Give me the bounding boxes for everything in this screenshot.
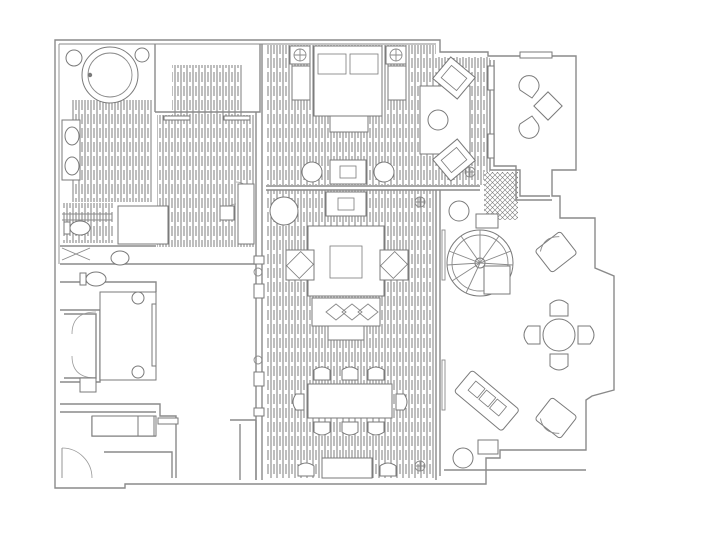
lounge-chair-upper [535,231,577,273]
wc-floor [62,203,114,243]
vestibule-tile [484,172,518,220]
powder-room [79,271,107,287]
round-side-table [269,196,299,226]
lounge-chair-lower [535,397,577,439]
sink-upper-icon [64,126,80,146]
sideboard [321,457,373,479]
toilet-upper-icon [69,220,91,236]
lounge [454,231,595,439]
entry-door-swing [61,447,93,479]
toilet-lower-icon [85,271,107,287]
round-table [542,318,576,352]
bidet-icon [110,250,130,266]
bath-floor [72,100,152,202]
dining-area [292,229,446,479]
master-bedroom [289,45,495,185]
bathroom [61,46,169,266]
living-room [253,191,426,365]
walk-in-closet [163,115,255,245]
bed-bench [329,115,369,133]
dining-chairs [292,366,408,477]
outer-wall-west [54,39,615,489]
spiral-staircase-icon [446,200,514,469]
dining-table-icon [307,383,393,419]
terrace-side-table [533,91,563,121]
closet-floor-upper [172,65,242,115]
bathtub-icon [81,46,139,104]
walls [54,39,615,489]
shower-bench [117,205,169,245]
study [71,291,157,393]
corner-terrace [518,75,563,139]
entry-foyer [61,415,179,479]
study-desk [99,291,157,381]
sink-lower-icon [64,156,80,176]
